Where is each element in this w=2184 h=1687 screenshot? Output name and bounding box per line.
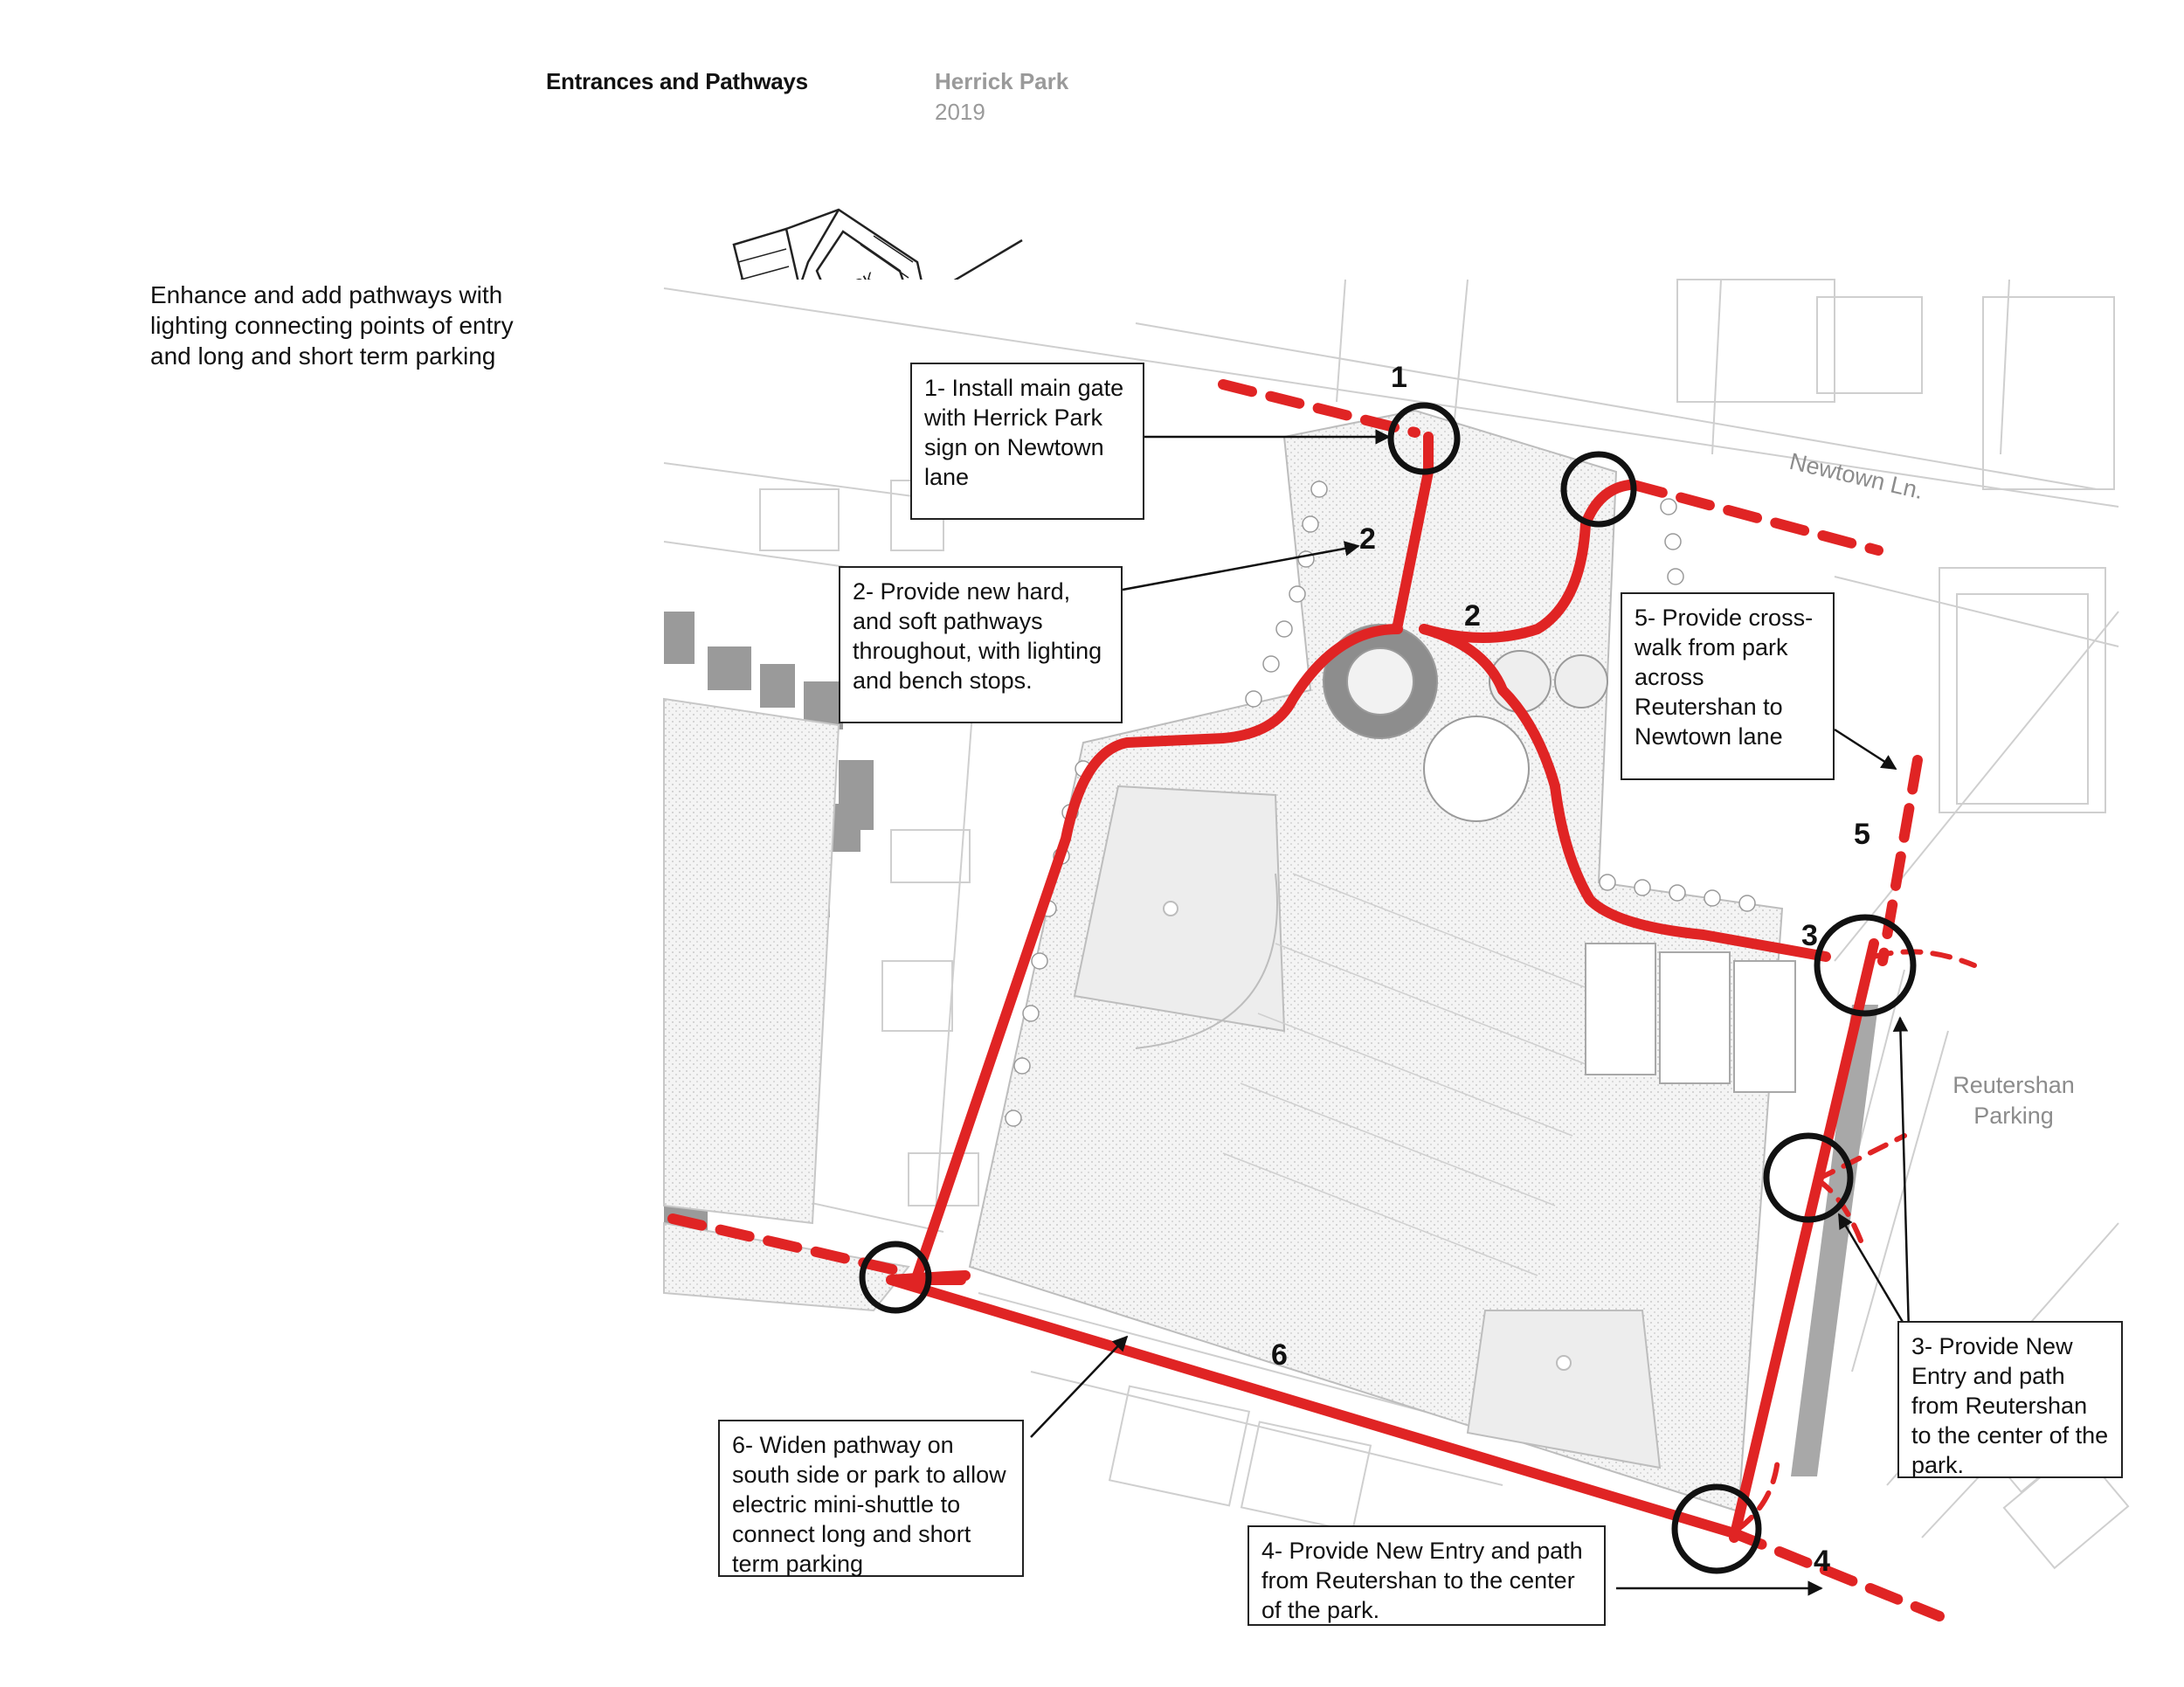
leader-3a bbox=[1892, 1016, 1911, 1333]
path-network bbox=[886, 432, 1879, 1543]
marker-2a: 2 bbox=[1359, 522, 1376, 556]
leader-3b bbox=[1837, 1213, 1911, 1333]
dashed-south-east bbox=[1729, 1528, 1945, 1621]
path-east-main bbox=[1729, 938, 1879, 1543]
marker-4: 4 bbox=[1814, 1545, 1830, 1578]
callout-6: 6- Widen pathway on south side or park t… bbox=[718, 1420, 1024, 1577]
page-title: Entrances and Pathways bbox=[546, 68, 808, 94]
leader-5 bbox=[1834, 728, 1897, 771]
marker-5: 5 bbox=[1854, 818, 1870, 851]
year-label: 2019 bbox=[935, 99, 985, 125]
marker-6: 6 bbox=[1271, 1338, 1288, 1372]
callout-2: 2- Provide new hard, and soft pathways t… bbox=[839, 566, 1123, 723]
leader-arrows bbox=[1030, 429, 1911, 1596]
proposed-dashed-paths bbox=[667, 379, 1945, 1621]
park-name: Herrick Park bbox=[935, 68, 1069, 94]
callout-1: 1- Install main gate with Herrick Park s… bbox=[910, 363, 1144, 520]
callout-4: 4- Provide New Entry and path from Reute… bbox=[1248, 1525, 1606, 1626]
entry-circle-mid bbox=[1763, 1132, 1854, 1223]
leader-6 bbox=[1030, 1335, 1129, 1438]
dashed-newtown-west bbox=[1218, 379, 1420, 438]
dashed-crosswalk-5 bbox=[1877, 755, 1923, 966]
intro-text: Enhance and add pathways with lighting c… bbox=[150, 281, 514, 370]
entry-markers bbox=[859, 402, 1917, 1574]
entry-circle-6 bbox=[859, 1241, 932, 1314]
path-east-curve bbox=[1419, 624, 1831, 962]
callout-5: 5- Provide cross-walk from park across R… bbox=[1621, 592, 1835, 780]
callout-3: 3- Provide New Entry and path from Reute… bbox=[1897, 1321, 2123, 1478]
dashed-west-entry bbox=[667, 1213, 905, 1276]
marker-2b: 2 bbox=[1464, 599, 1481, 633]
dashed-newtown-east bbox=[1628, 480, 1883, 556]
path-west-loop bbox=[912, 624, 1403, 1281]
entry-circle-3 bbox=[1814, 914, 1917, 1017]
leader-2 bbox=[1122, 541, 1360, 591]
parking-label: Reutershan Parking bbox=[1952, 1072, 2075, 1129]
entry-circle-4 bbox=[1671, 1483, 1762, 1574]
path-north-branch bbox=[1419, 480, 1635, 643]
marker-1: 1 bbox=[1391, 361, 1407, 394]
entry-circle-1 bbox=[1387, 402, 1461, 475]
marker-3: 3 bbox=[1801, 919, 1818, 952]
entry-circle-newtown bbox=[1560, 451, 1637, 528]
